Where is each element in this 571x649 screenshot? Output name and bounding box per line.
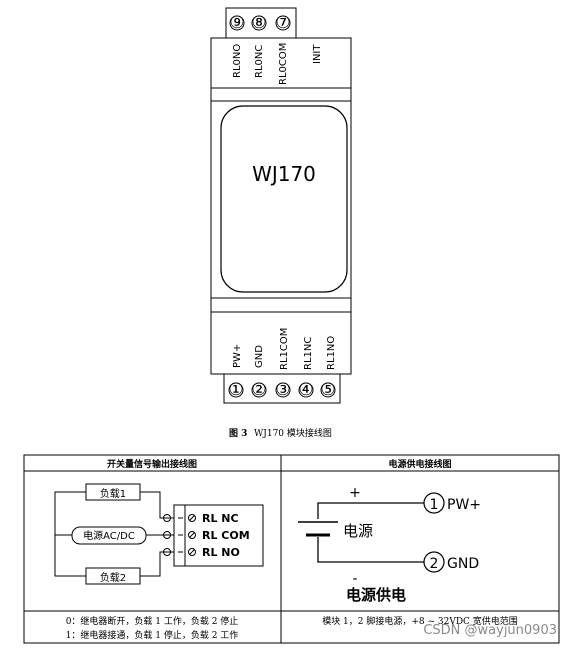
left-note-line2: 1：继电器接通，负载 1 停止，负载 2 工作 (66, 629, 239, 641)
gnd-terminal-label: GND (447, 556, 479, 572)
label-rl0nc: RL0NC (254, 45, 265, 78)
wiring-table: 开关量信号输出接线图 电源供电接线图 (23, 454, 560, 644)
top-terminal-7: ⑦ (275, 13, 290, 33)
gnd-terminal-circle (423, 551, 445, 573)
right-note: 模块 1，2 脚接电源，+8 ~ 32VDC 宽供电范围 (322, 615, 518, 627)
left-note-line1: 0：继电器断开，负载 1 工作，负载 2 停止 (66, 615, 239, 627)
bottom-terminal-5: ⑤ (320, 380, 335, 400)
left-column-header: 开关量信号输出接线图 (107, 458, 197, 470)
relay-com-label: RL COM (202, 529, 250, 542)
source-label: 电源 (343, 522, 373, 540)
label-rl0no: RL0NO (232, 44, 243, 78)
terminal-number-5: ⑤ (320, 380, 335, 400)
top-terminal-8: ⑧ (251, 13, 266, 33)
label-rl1no: RL1NO (326, 336, 337, 370)
bottom-terminal-4: ④ (298, 380, 313, 400)
label-init: INIT (312, 44, 323, 64)
figure-number: 图 3 (229, 428, 247, 439)
pw-terminal-circle (423, 492, 445, 514)
power-supply-title: 电源供电 (346, 586, 406, 604)
pw-terminal-label: PW+ (447, 497, 481, 513)
terminal-number-1: ① (228, 380, 243, 400)
plus-sign: + (349, 485, 361, 501)
top-terminal-9: ⑨ (229, 13, 244, 33)
module-bottom-section (210, 311, 352, 375)
bottom-terminal-2: ② (251, 380, 266, 400)
watermark: CSDN @wayjun0903 (423, 623, 557, 638)
terminal-number-3: ③ (275, 380, 290, 400)
label-gnd: GND (254, 345, 265, 368)
terminal-number-2: ② (251, 380, 266, 400)
load1-label: 负载1 (100, 487, 126, 500)
bottom-terminal-3: ③ (275, 380, 290, 400)
terminal-number-4: ④ (298, 380, 313, 400)
right-column-header: 电源供电接线图 (388, 458, 451, 470)
terminal-number-8: ⑧ (251, 13, 266, 33)
power-source-label: 电源AC/DC (83, 529, 135, 542)
module-drawing: ⑨ ⑧ ⑦ RL0NO RL0NC RL0COM INIT WJ170 PW+ … (210, 7, 352, 404)
power-supply-diagram (298, 492, 445, 573)
load2-label: 负载2 (100, 571, 126, 584)
label-rl0com: RL0COM (278, 43, 289, 85)
module-name: WJ170 (252, 162, 316, 186)
module-face-plate (220, 105, 348, 293)
relay-nc-label: RL NC (202, 512, 239, 525)
label-rl1nc: RL1NC (303, 337, 314, 370)
bottom-terminal-1: ① (228, 380, 243, 400)
pw-terminal-number: 1 (430, 497, 439, 513)
terminal-number-9: ⑨ (229, 13, 244, 33)
terminal-number-7: ⑦ (275, 13, 290, 33)
relay-output-diagram (54, 483, 264, 585)
label-pw-plus: PW+ (232, 344, 243, 368)
gnd-terminal-number: 2 (430, 556, 439, 572)
figure-caption: WJ170 模块接线图 (254, 427, 332, 439)
label-rl1com: RL1COM (279, 328, 290, 370)
minus-sign: - (352, 571, 357, 587)
relay-no-label: RL NO (202, 546, 240, 559)
